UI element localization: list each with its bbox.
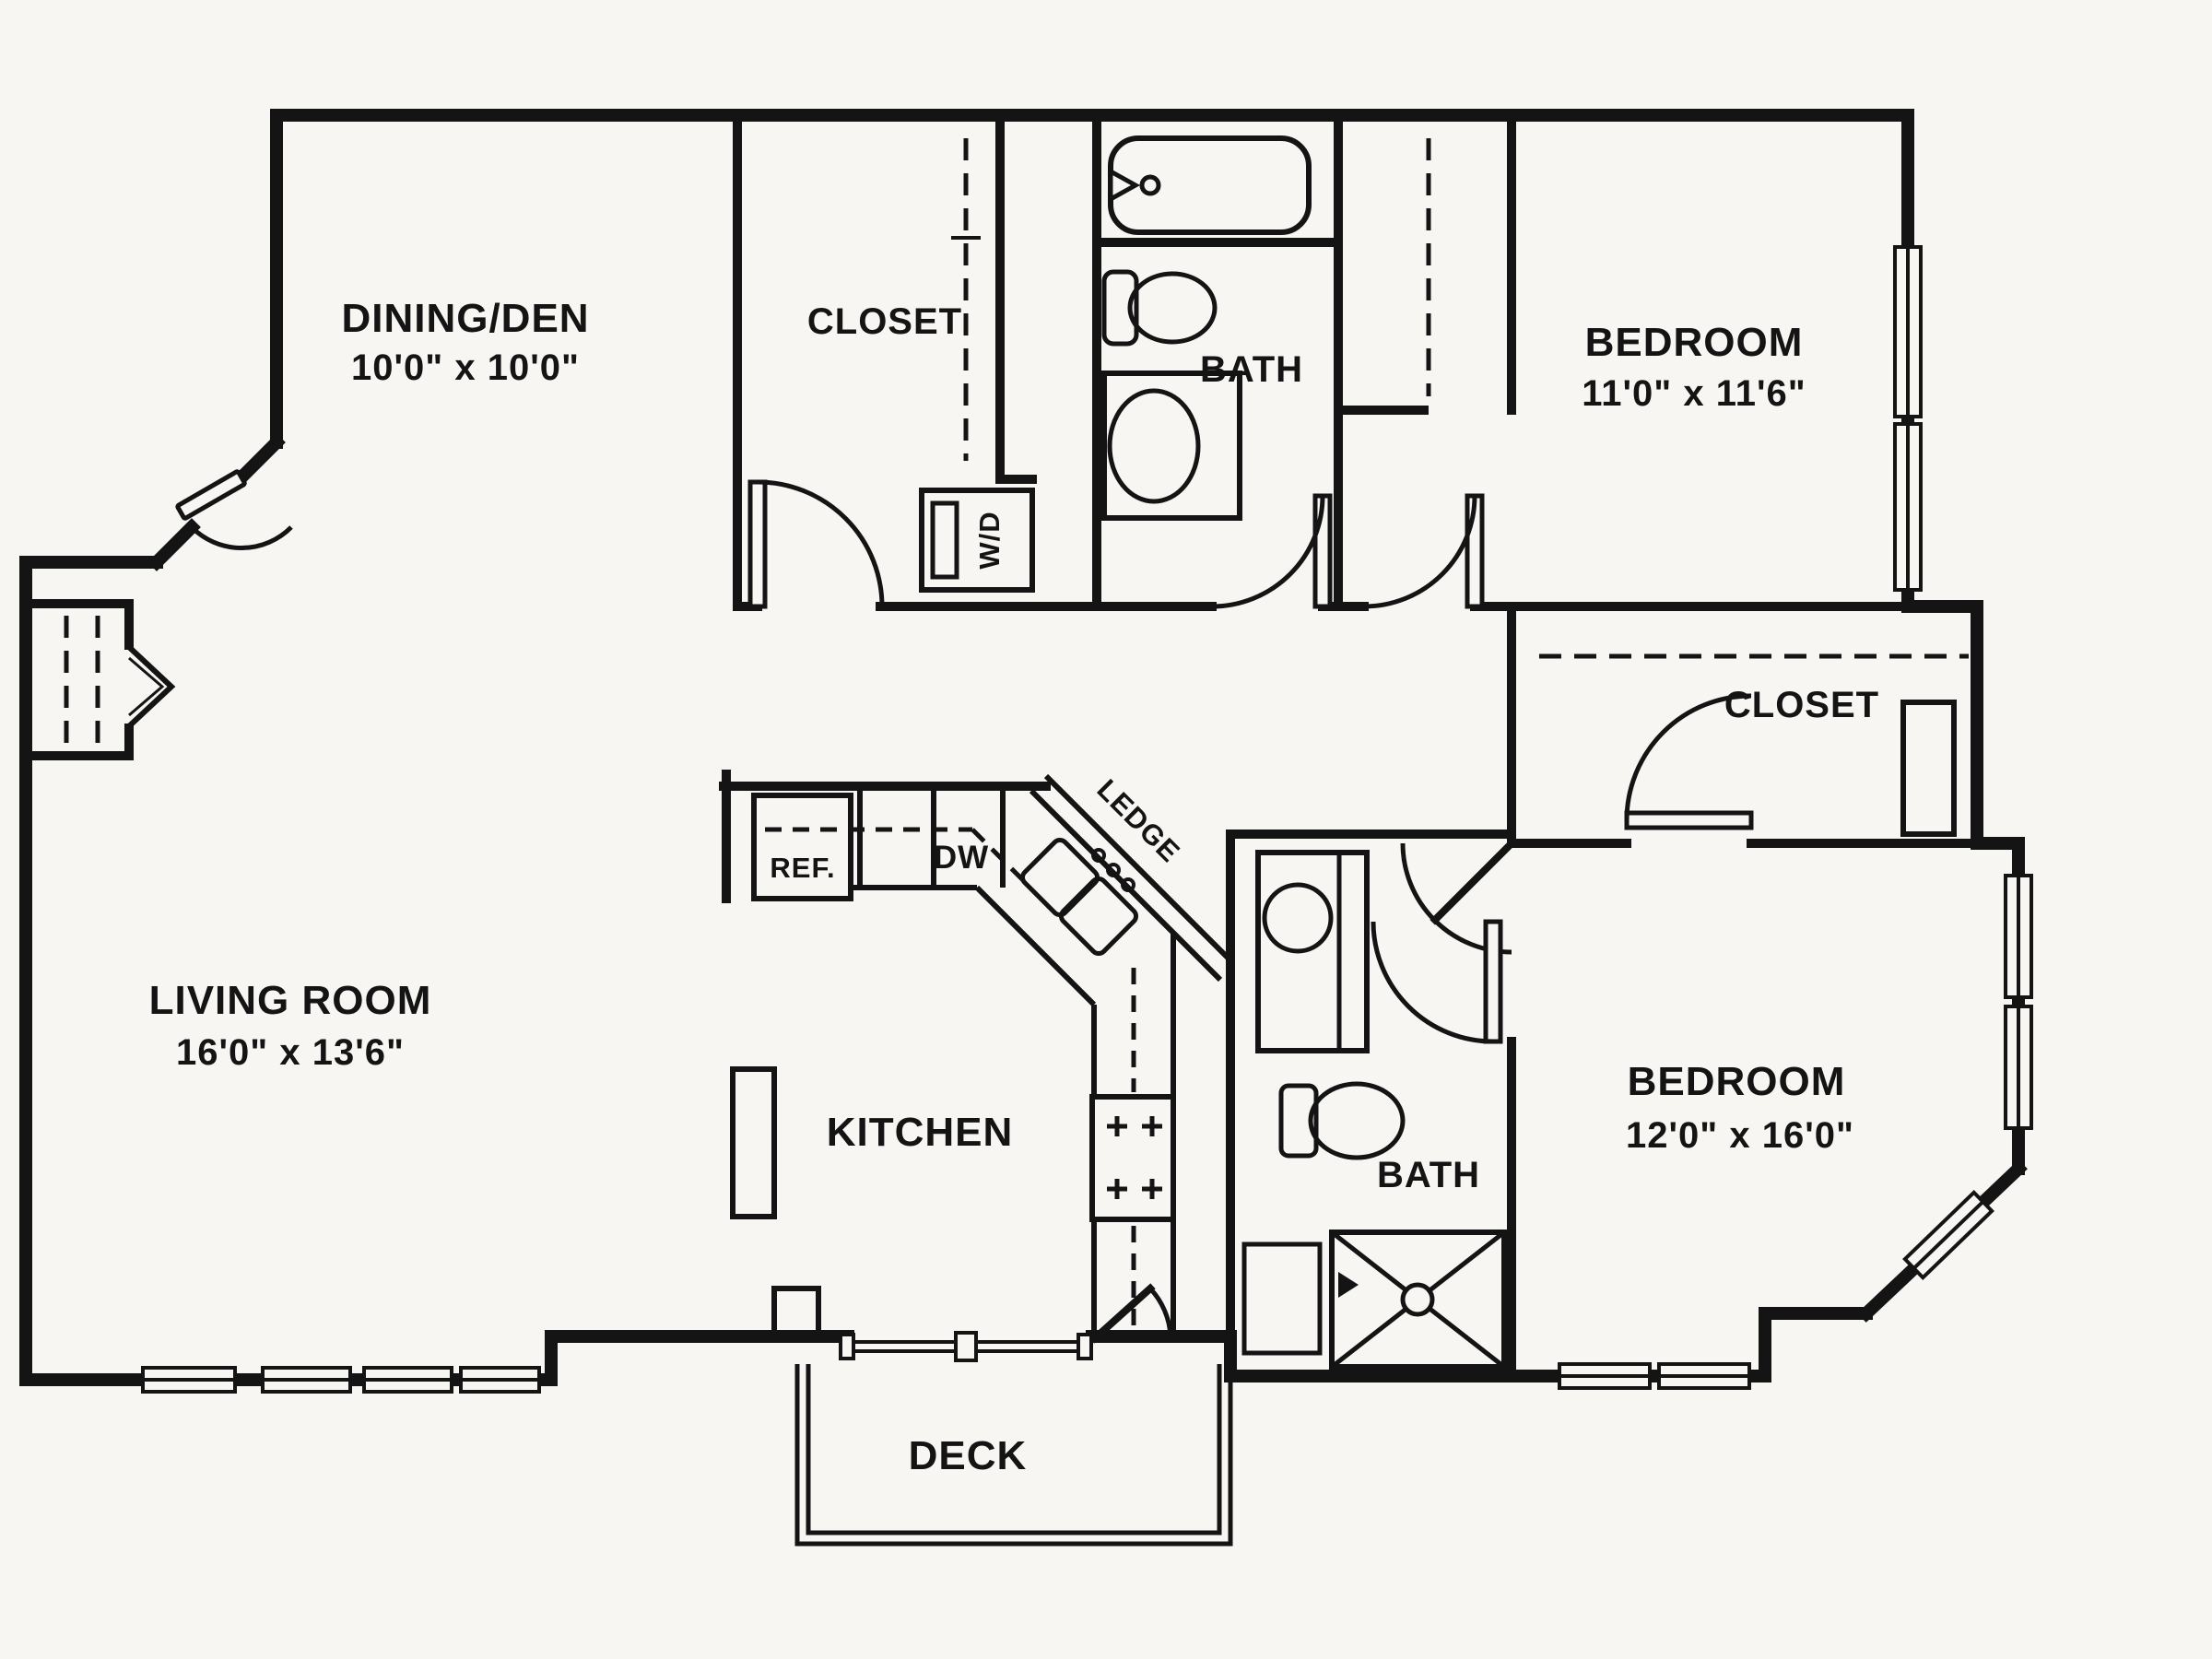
- pantry-cabinet: [730, 1066, 777, 1219]
- bifold-door: [126, 644, 176, 729]
- bedroom-top-door: [1363, 493, 1485, 609]
- windows: [141, 245, 2033, 1394]
- bath-top-door: [1211, 493, 1333, 609]
- toilet: [1101, 269, 1218, 347]
- room-label-dining: DINING/DEN: [341, 296, 589, 341]
- room-dims-living: 16'0" x 13'6": [176, 1032, 405, 1073]
- vanity-sink-lower: [1255, 850, 1370, 1053]
- closet-chase: [1900, 700, 1957, 837]
- kitchen-sink: [1019, 837, 1139, 957]
- base-cabinet: [771, 1286, 821, 1339]
- fixture-label-refrigerator: REF.: [770, 852, 835, 884]
- deck-railing: [794, 1364, 1233, 1547]
- room-dims-bedroom-lower: 12'0" x 16'0": [1626, 1115, 1854, 1156]
- bath-lower-door: [1371, 919, 1503, 1044]
- room-label-bedroom-lower: BEDROOM: [1628, 1059, 1846, 1104]
- shower-door-arrow: [1338, 1272, 1359, 1298]
- walkin-closet-door: [747, 479, 885, 609]
- exterior-walls: [19, 109, 2028, 1386]
- toilet-lower: [1278, 1081, 1406, 1160]
- refrigerator: [751, 793, 853, 901]
- stove: [1089, 1094, 1176, 1222]
- linen-cabinet: [1241, 1241, 1323, 1356]
- bedroom-lower-door: [1089, 1283, 1173, 1344]
- room-label-deck: DECK: [909, 1433, 1028, 1478]
- fixture-label-washer-dryer: W/D: [973, 511, 1006, 569]
- closet-right-door: [1624, 693, 1754, 830]
- room-dims-dining: 10'0" x 10'0": [351, 347, 580, 388]
- shower: [1329, 1230, 1507, 1370]
- fixture-label-dishwasher: DW: [934, 840, 989, 876]
- room-label-walkin-closet: CLOSET: [807, 301, 962, 342]
- closet-rods: [64, 138, 1969, 748]
- kitchen-counters: [765, 773, 1233, 1336]
- room-label-kitchen: KITCHEN: [827, 1110, 1014, 1155]
- sliding-door: [839, 1331, 1093, 1362]
- room-dims-bedroom-top: 11'0" x 11'6": [1582, 373, 1806, 414]
- vanity-sink: [1101, 371, 1242, 521]
- room-label-bath-lower: BATH: [1377, 1155, 1480, 1195]
- entry-door: [175, 469, 293, 550]
- room-label-bedroom-top: BEDROOM: [1585, 320, 1804, 365]
- room-label-bath-top: BATH: [1200, 349, 1303, 390]
- room-label-closet-right: CLOSET: [1724, 685, 1879, 725]
- washer-dryer: [919, 488, 1035, 593]
- room-label-living: LIVING ROOM: [149, 978, 432, 1023]
- bathtub: [1108, 135, 1312, 235]
